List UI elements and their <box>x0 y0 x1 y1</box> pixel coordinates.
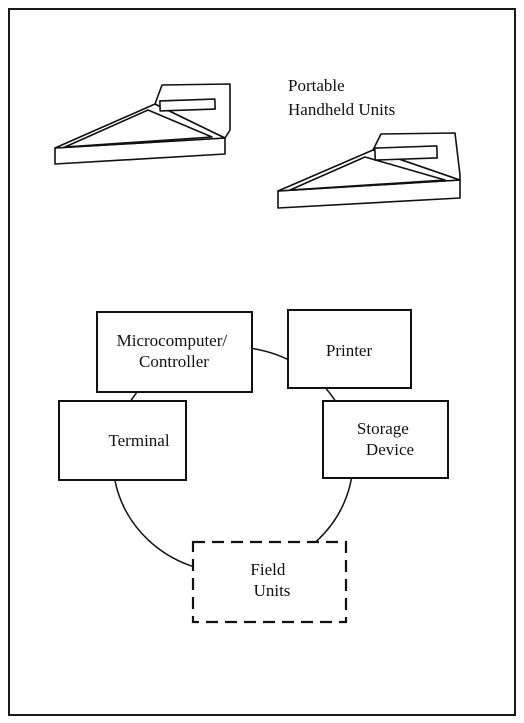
node-printer: Printer <box>287 309 412 389</box>
node-label-line: Storage <box>357 419 409 438</box>
page-border <box>8 8 516 716</box>
node-label-line: Device <box>366 440 414 459</box>
node-field-units-label: Field Units <box>250 560 290 600</box>
handheld-caption-line: Handheld Units <box>288 100 395 119</box>
node-printer-label: Printer <box>326 341 373 360</box>
node-label-line: Controller <box>139 352 209 371</box>
node-microcomputer: Microcomputer/ Controller <box>96 311 253 393</box>
handheld-caption-line: Portable <box>288 76 345 95</box>
node-microcomputer-label: Microcomputer/ Controller <box>117 331 232 371</box>
node-label-line: Units <box>254 581 291 600</box>
handheld-unit-icon <box>277 132 461 209</box>
node-field-units: Field Units <box>191 540 348 624</box>
node-storage-label: Storage Device <box>357 419 414 459</box>
node-label-line: Field <box>250 560 285 579</box>
node-terminal: Terminal <box>58 400 187 481</box>
node-label-line: Microcomputer/ <box>117 331 228 350</box>
handheld-unit-icon <box>54 83 231 165</box>
node-storage: Storage Device <box>322 400 449 479</box>
node-label-line: Terminal <box>108 431 169 450</box>
node-terminal-label: Terminal <box>108 431 169 450</box>
node-label-line: Printer <box>326 341 373 360</box>
handheld-caption: Portable Handheld Units <box>288 76 395 119</box>
